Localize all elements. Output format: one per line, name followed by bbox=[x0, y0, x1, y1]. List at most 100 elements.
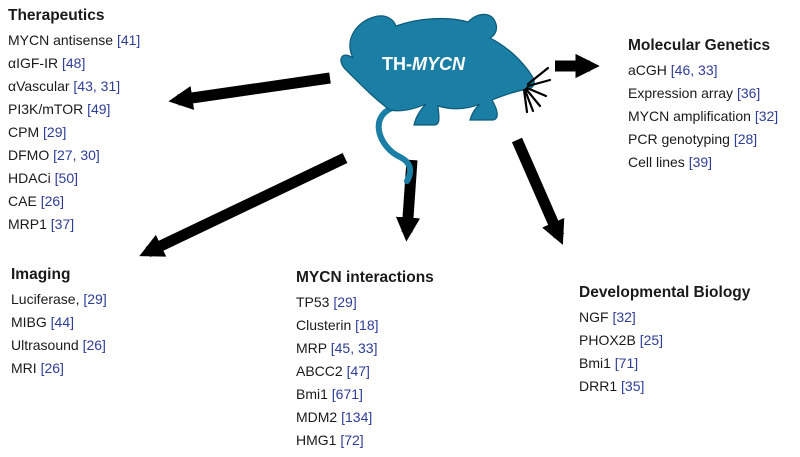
item-label: MRP bbox=[296, 340, 327, 356]
item-reference: [45, 33] bbox=[330, 340, 378, 356]
developmental-biology-item: PHOX2B [25] bbox=[579, 329, 750, 352]
therapeutics-item: αIGF-IR [48] bbox=[8, 52, 140, 75]
therapeutics-item: CAE [26] bbox=[8, 190, 140, 213]
item-reference: [36] bbox=[736, 85, 761, 101]
item-label: NGF bbox=[579, 309, 609, 325]
mycn-interactions-item: HMG1 [72] bbox=[296, 429, 434, 452]
item-label: MYCN amplification bbox=[628, 108, 751, 124]
item-reference: [32] bbox=[612, 309, 636, 325]
developmental-biology-item: DRR1 [35] bbox=[579, 375, 750, 398]
item-reference: [25] bbox=[639, 332, 664, 348]
item-label: PHOX2B bbox=[579, 332, 636, 348]
arrow-to-imaging bbox=[139, 153, 348, 257]
mycn-interactions-item: ABCC2 [47] bbox=[296, 360, 434, 383]
mycn-interactions-title: MYCN interactions bbox=[296, 269, 434, 286]
item-label: CPM bbox=[8, 124, 40, 140]
therapeutics-item: MYCN antisense [41] bbox=[8, 29, 140, 52]
item-reference: [671] bbox=[331, 386, 363, 402]
developmental-biology-item: Bmi1 [71] bbox=[579, 352, 750, 375]
therapeutics-title: Therapeutics bbox=[8, 7, 105, 24]
item-label: Bmi1 bbox=[579, 355, 611, 371]
therapeutics-item: MRP1 [37] bbox=[8, 213, 140, 236]
mycn-interactions-item: MRP [45, 33] bbox=[296, 337, 434, 360]
molecular-genetics-item: Cell lines [39] bbox=[628, 151, 778, 174]
item-reference: [32] bbox=[754, 108, 779, 124]
item-label: PCR genotyping bbox=[628, 131, 730, 147]
molecular-genetics-item: aCGH [46, 33] bbox=[628, 59, 778, 82]
item-reference: [29] bbox=[83, 291, 107, 307]
item-label: MRP1 bbox=[8, 216, 47, 232]
therapeutics-item: PI3K/mTOR [49] bbox=[8, 98, 140, 121]
item-reference: [46, 33] bbox=[670, 62, 718, 78]
imaging-item: MIBG [44] bbox=[11, 311, 107, 334]
therapeutics-item: CPM [29] bbox=[8, 121, 140, 144]
item-label: HMG1 bbox=[296, 432, 337, 448]
developmental-biology-title: Developmental Biology bbox=[579, 284, 751, 301]
mycn-interactions-item: Clusterin [18] bbox=[296, 314, 434, 337]
mouse-whiskers bbox=[522, 66, 552, 114]
item-label: MIBG bbox=[11, 314, 47, 330]
item-reference: [72] bbox=[340, 432, 364, 448]
item-label: HDACi bbox=[8, 170, 51, 186]
item-reference: [39] bbox=[688, 154, 713, 170]
item-reference: [41] bbox=[116, 32, 141, 48]
item-label: Cell lines bbox=[628, 154, 685, 170]
item-reference: [50] bbox=[54, 170, 79, 186]
molecular-genetics-title: Molecular Genetics bbox=[628, 37, 771, 54]
therapeutics-item: DFMO [27, 30] bbox=[8, 144, 140, 167]
item-reference: [28] bbox=[733, 131, 758, 147]
item-label: aCGH bbox=[628, 62, 667, 78]
arrow-to-therapeutics bbox=[168, 72, 331, 110]
item-label: MDM2 bbox=[296, 409, 338, 425]
item-label: MRI bbox=[11, 360, 37, 376]
item-label: MYCN antisense bbox=[8, 32, 114, 48]
item-reference: [18] bbox=[355, 317, 379, 333]
arrow-to-developmental-biology bbox=[511, 137, 565, 245]
item-reference: [49] bbox=[87, 101, 111, 117]
item-reference: [48] bbox=[61, 55, 86, 71]
item-label: CAE bbox=[8, 193, 37, 209]
therapeutics-item: HDACi [50] bbox=[8, 167, 140, 190]
item-label: PI3K/mTOR bbox=[8, 101, 84, 117]
item-label: αIGF-IR bbox=[8, 55, 59, 71]
item-reference: [35] bbox=[621, 378, 645, 394]
item-label: DRR1 bbox=[579, 378, 618, 394]
mouse-body bbox=[340, 13, 535, 126]
mouse-tail bbox=[375, 105, 414, 184]
item-label: TP53 bbox=[296, 294, 330, 310]
item-label: Expression array bbox=[628, 85, 734, 101]
item-reference: [134] bbox=[341, 409, 373, 425]
mouse-icon: TH-MYCN bbox=[340, 13, 552, 184]
item-reference: [26] bbox=[82, 337, 106, 353]
item-reference: [27, 30] bbox=[53, 147, 100, 163]
developmental-biology-item: NGF [32] bbox=[579, 306, 750, 329]
item-reference: [26] bbox=[40, 193, 65, 209]
mouse-label: TH-MYCN bbox=[382, 54, 466, 74]
item-reference: [29] bbox=[43, 124, 67, 140]
item-reference: [44] bbox=[50, 314, 75, 330]
item-reference: [43, 31] bbox=[73, 78, 121, 94]
item-reference: [71] bbox=[614, 355, 639, 371]
item-reference: [26] bbox=[40, 360, 64, 376]
mycn-interactions-item: TP53 [29] bbox=[296, 291, 434, 314]
item-reference: [47] bbox=[346, 363, 370, 379]
imaging-item: Luciferase, [29] bbox=[11, 288, 107, 311]
item-label: αVascular bbox=[8, 78, 70, 94]
item-reference: [29] bbox=[333, 294, 357, 310]
molecular-genetics-item: MYCN amplification [32] bbox=[628, 105, 778, 128]
item-label: Luciferase, bbox=[11, 291, 80, 307]
imaging-item: MRI [26] bbox=[11, 357, 107, 380]
item-label: DFMO bbox=[8, 147, 50, 163]
imaging-title: Imaging bbox=[11, 266, 71, 283]
molecular-genetics-item: PCR genotyping [28] bbox=[628, 128, 778, 151]
molecular-genetics-item: Expression array [36] bbox=[628, 82, 778, 105]
item-reference: [37] bbox=[50, 216, 75, 232]
item-label: ABCC2 bbox=[296, 363, 343, 379]
